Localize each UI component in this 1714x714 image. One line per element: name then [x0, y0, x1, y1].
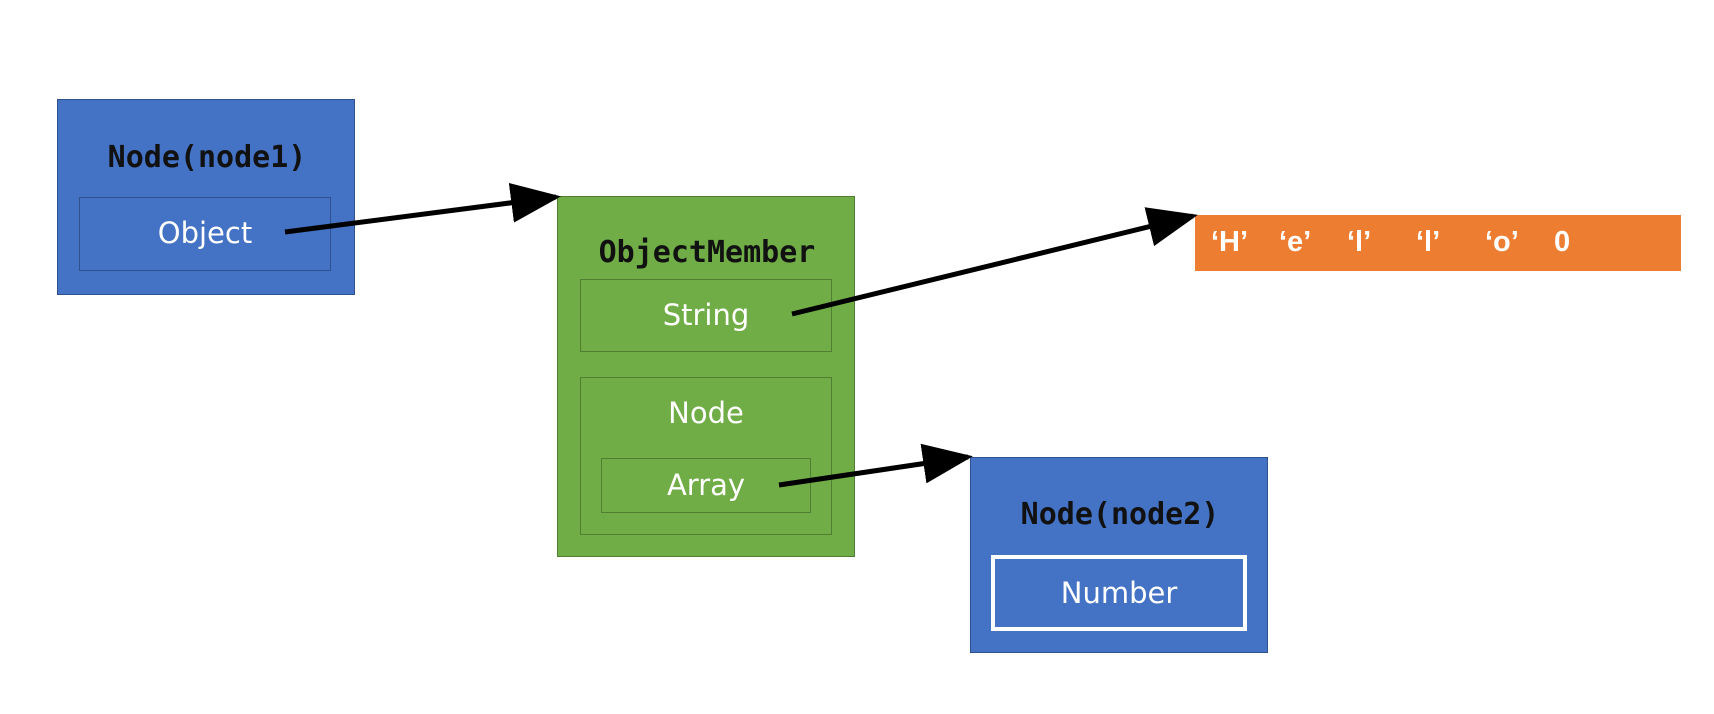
- node1-object-field: Object: [79, 197, 331, 271]
- array-field-label: Array: [666, 468, 746, 502]
- node1-title: Node(node1): [107, 140, 307, 175]
- node1-object-label: Object: [157, 216, 253, 250]
- string-char: ‘l’: [1416, 226, 1441, 258]
- node2-number-label: Number: [1060, 576, 1178, 610]
- string-char: ‘l’: [1347, 226, 1372, 258]
- object-member-box: ObjectMember String Node Array: [557, 196, 855, 557]
- arrow-string-to-value: [791, 207, 1198, 317]
- arrow-array-to-node2: [778, 443, 973, 488]
- arrow-object-to-member: [284, 182, 561, 235]
- string-char: ‘e’: [1279, 226, 1312, 258]
- member-node-box: Node Array: [580, 377, 832, 535]
- string-field-label: String: [662, 298, 750, 332]
- member-node-title: Node: [668, 396, 744, 430]
- node2-box: Node(node2) Number: [970, 457, 1268, 653]
- node2-number-field: Number: [991, 555, 1247, 631]
- string-field: String: [580, 279, 832, 352]
- string-char: ‘H’: [1211, 226, 1249, 258]
- node1-box: Node(node1) Object: [57, 99, 355, 295]
- string-char: 0: [1554, 226, 1571, 258]
- node2-title: Node(node2): [1020, 497, 1220, 532]
- string-value-bar: ‘H’ ‘e’ ‘l’ ‘l’ ‘o’ 0: [1195, 215, 1681, 271]
- array-field: Array: [601, 458, 811, 513]
- string-char: ‘o’: [1485, 226, 1519, 258]
- object-member-title: ObjectMember: [598, 235, 816, 270]
